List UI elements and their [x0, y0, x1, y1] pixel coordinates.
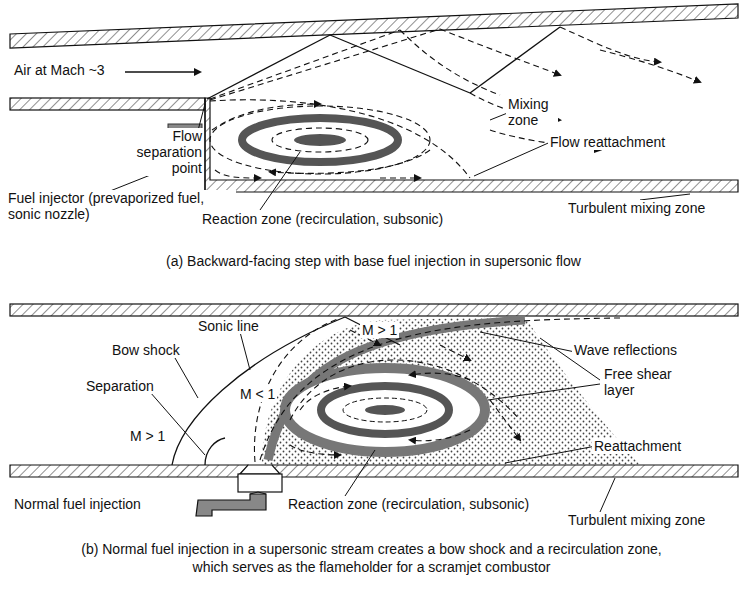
flow-arrow-part — [125, 71, 200, 72]
expansion-and-shear-a-part — [215, 170, 260, 178]
leader-lines-b-part — [345, 450, 375, 496]
zone-label: Turbulent mixing zone — [566, 200, 707, 216]
normal-fuel-injector-part — [196, 494, 266, 516]
sonic-and-flow-lines-b-part — [290, 360, 520, 420]
walls-a-part — [205, 98, 738, 192]
walls-a-part — [10, 4, 738, 48]
walls-b-part — [272, 465, 738, 477]
zone-label: Reaction zone (recirculation, subsonic) — [286, 496, 531, 512]
expansion-and-shear-a-part — [600, 50, 700, 82]
expansion-and-shear-a-part — [272, 128, 368, 152]
sonic-and-flow-lines-b-part — [410, 430, 470, 441]
layer-label: Free shear layer — [602, 366, 682, 398]
part-label: Normal fuel injection — [12, 496, 143, 512]
leader-lines-b-part — [240, 332, 250, 370]
recirculation-zone-b-part — [343, 398, 427, 422]
zone-label: Reaction zone (recirculation, subsonic) — [200, 211, 445, 227]
expansion-and-shear-a-part — [380, 177, 420, 178]
sonic-and-flow-lines-b-part — [440, 345, 470, 360]
callout-label: Wave reflections — [572, 342, 679, 358]
leader-lines-b-part — [150, 392, 205, 455]
free-shear-layer — [268, 320, 525, 460]
recirculation-zone-a-part — [294, 134, 346, 146]
flow-label: Air at Mach ~3 — [12, 62, 107, 78]
shock-waves-b — [172, 317, 400, 465]
point-label: Reattachment — [592, 438, 683, 454]
walls-b-part — [10, 304, 738, 316]
leader-lines-b-part — [175, 358, 198, 398]
recirculation-zone-a-part — [242, 118, 398, 162]
recirculation-zone-b — [321, 386, 449, 434]
mach-label: M > 1 — [128, 428, 167, 444]
leader-lines-a-part — [260, 152, 300, 210]
leader-lines-b — [150, 332, 615, 512]
recirculation-zone-a — [242, 118, 398, 162]
normal-fuel-injector-part — [250, 492, 266, 494]
free-shear-layer-part — [268, 320, 525, 460]
plume-region-part — [262, 317, 640, 465]
expansion-and-shear-a-part — [210, 106, 430, 174]
expansion-and-shear-a-part — [560, 27, 660, 62]
shock-waves-b-part — [172, 317, 345, 465]
sonic-and-flow-lines-b-part — [260, 318, 620, 460]
shock-waves-a — [207, 27, 560, 99]
shock-waves-a-part — [330, 35, 470, 93]
expansion-and-shear-a-part — [210, 100, 470, 178]
point-label: Separation — [84, 378, 156, 394]
leader-lines-b-part — [600, 478, 615, 512]
caption: (a) Backward-facing step with base fuel … — [2, 252, 743, 270]
walls-b-part — [10, 465, 248, 477]
expansion-and-shear-a-part — [440, 29, 560, 75]
line-label: Sonic line — [196, 318, 261, 334]
plume-region — [262, 317, 640, 465]
mach-label: M < 1 — [238, 386, 277, 402]
sonic-and-flow-lines-b-part — [490, 400, 520, 440]
expansion-and-shear-a-part — [210, 29, 440, 100]
mach-label: M > 1 — [360, 322, 399, 338]
shock-waves-a-part — [207, 35, 330, 99]
walls-a-part — [10, 98, 205, 110]
walls-a — [10, 4, 738, 192]
walls-a-part — [204, 98, 205, 192]
sonic-and-flow-lines-b-part — [410, 373, 470, 380]
flow-arrow — [125, 71, 200, 72]
shock-label: Bow shock — [110, 342, 182, 358]
caption: (b) Normal fuel injection in a supersoni… — [60, 540, 683, 576]
normal-fuel-injector — [196, 465, 282, 516]
free-shear-layer-part — [285, 368, 485, 452]
sonic-and-flow-lines-b — [254, 318, 620, 462]
point-label: Flow reattachment — [548, 134, 667, 150]
expansion-and-shear-a-part — [400, 30, 500, 95]
leader-lines-a-part — [474, 140, 555, 176]
leader-lines-b-part — [505, 446, 596, 463]
zone-label: Mixing zone — [506, 96, 558, 128]
shock-waves-b-part — [205, 438, 225, 465]
normal-fuel-injector-part — [240, 465, 280, 474]
normal-fuel-injector-part — [238, 474, 282, 492]
point-label: Flow separation point — [104, 128, 204, 176]
expansion-and-shear-a — [210, 27, 700, 178]
leader-lines-b-part — [480, 332, 575, 352]
zone-label: Turbulent mixing zone — [566, 512, 707, 528]
shock-waves-a-part — [470, 27, 560, 93]
sonic-and-flow-lines-b-part — [290, 445, 340, 455]
sonic-and-flow-lines-b-part — [300, 386, 350, 410]
leader-lines-b-part — [488, 384, 600, 400]
expansion-and-shear-a-part — [210, 30, 400, 99]
recirculation-zone-b-part — [365, 405, 405, 415]
recirculation-zone-b-part — [321, 386, 449, 434]
